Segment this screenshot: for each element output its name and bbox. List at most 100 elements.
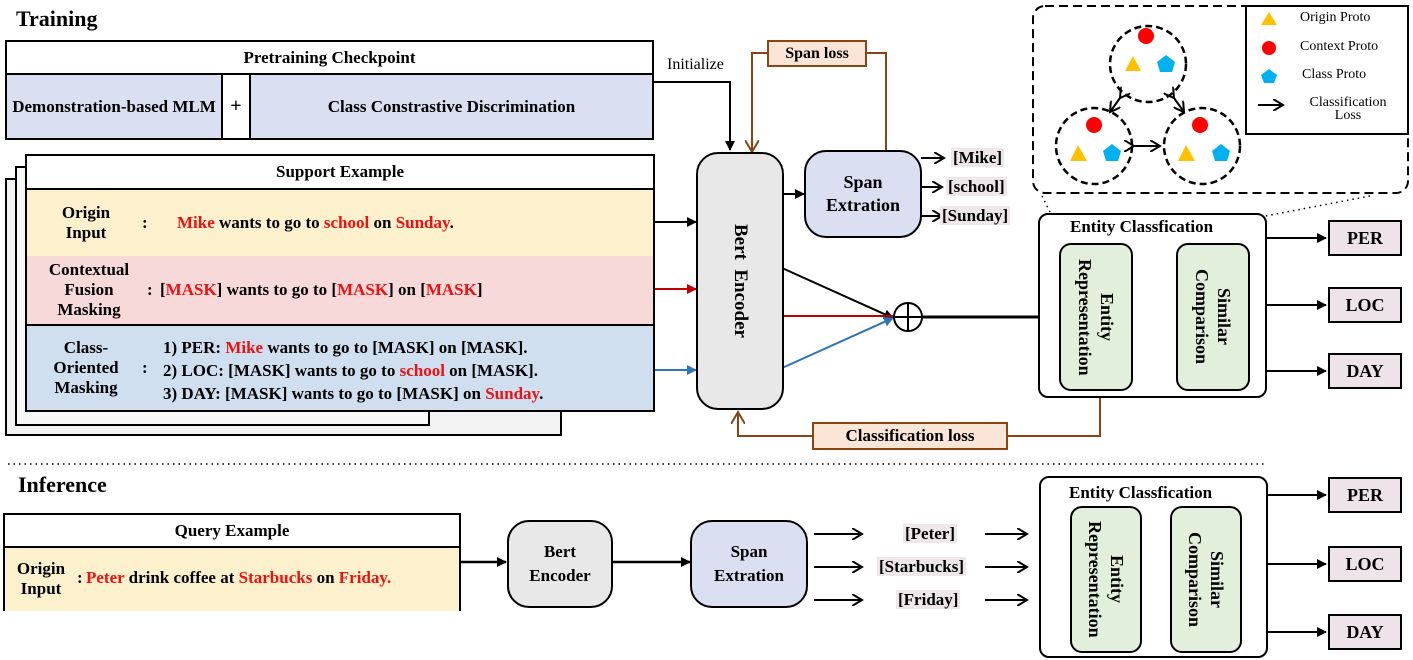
sentence-text: on [MASK]. — [444, 361, 538, 380]
origin-input-label: Origin Input — [61, 203, 111, 242]
train-output-loc: LOC — [1328, 287, 1402, 323]
origin-sentence: Mike wants to go to school on Sunday. — [177, 213, 454, 233]
classification-loss-arrows — [1110, 98, 1184, 146]
support-class-oriented-row: Class- Oriented Masking : 1) PER: Mike w… — [27, 326, 653, 410]
inf-span-tag-friday: [Friday] — [896, 590, 961, 609]
classification-loss-box: Classification loss — [812, 422, 1008, 450]
sentence-text: wants to go to — [214, 213, 324, 232]
class-oriented-line-loc: 2) LOC: [MASK] wants to go to school on … — [163, 359, 543, 382]
entity-word: school — [323, 213, 370, 232]
support-header: Support Example — [276, 162, 404, 181]
training-title: Training — [16, 6, 98, 31]
support-example: Support Example Origin Input : Mike want… — [25, 154, 655, 412]
entity-word: MASK — [165, 280, 217, 299]
legend-class-proto-icon — [1261, 69, 1277, 83]
entity-word: Mike — [177, 213, 215, 232]
legend-context-proto-icon — [1262, 41, 1276, 55]
demonstration-mlm-box: Demonstration-based MLM — [5, 73, 223, 140]
bert-encoder-train: Bert Encoder — [696, 152, 784, 410]
class-proto-icon — [1103, 144, 1121, 161]
pretraining-header: Pretraining Checkpoint — [243, 48, 416, 67]
legend-context-proto: Context Proto — [1300, 39, 1379, 54]
legend-origin-proto: Origin Proto — [1300, 10, 1371, 25]
context-proto-icon — [1086, 117, 1102, 133]
inf-output-loc: LOC — [1328, 546, 1402, 582]
inference-title: Inference — [18, 472, 107, 497]
encoder-blue-to-sum — [781, 317, 894, 369]
pretraining-checkpoint: Pretraining Checkpoint Demonstration-bas… — [5, 40, 654, 140]
support-contextual-row: Contextual Fusion Masking : [MASK] wants… — [27, 256, 653, 326]
legend-box — [1245, 5, 1409, 135]
train-output-per: PER — [1328, 220, 1402, 256]
sentence-text: . — [539, 384, 544, 403]
class-oriented-line-per: 1) PER: Mike wants to go to [MASK] on [M… — [163, 336, 543, 359]
classification-loss-line — [1008, 392, 1101, 437]
sentence-text: ] on [ — [388, 280, 426, 299]
entity-word: school — [399, 361, 445, 380]
span-extraction-inference: Span Extration — [690, 520, 808, 608]
legend-class-proto: Class Proto — [1302, 67, 1367, 82]
span-loss-arrow — [752, 52, 768, 152]
sentence-text: ] — [476, 280, 483, 299]
class-contrastive-box: Class Constrastive Discrimination — [249, 73, 654, 140]
sentence-text: 3) DAY: [MASK] wants to go to [MASK] on — [163, 384, 486, 403]
legend-origin-proto-icon — [1261, 12, 1277, 25]
sum-icon — [893, 302, 923, 332]
class-oriented-lines: 1) PER: Mike wants to go to [MASK] on [M… — [163, 336, 543, 405]
cluster-left — [1054, 106, 1134, 186]
inf-output-day: DAY — [1328, 614, 1402, 650]
sentence-text: 2) LOC: [MASK] wants to go to — [163, 361, 400, 380]
initialize-arrow — [653, 81, 735, 151]
sentence-text: on — [369, 213, 396, 232]
entity-word: Sunday — [395, 213, 450, 232]
class-oriented-line-day: 3) DAY: [MASK] wants to go to [MASK] on … — [163, 382, 543, 405]
class-oriented-label: Class- Oriented Masking — [53, 338, 119, 397]
span-tag-sunday: [Sunday] — [940, 206, 1011, 225]
span-loss-line — [866, 52, 887, 150]
entity-word: Starbucks — [238, 568, 313, 587]
sentence-text: on — [312, 568, 339, 587]
span-tag-school: [school] — [946, 177, 1007, 196]
sentence-text: 1) PER: — [163, 338, 226, 357]
support-origin-row: Origin Input : Mike wants to go to schoo… — [27, 188, 653, 258]
class-proto-icon — [1212, 144, 1230, 161]
bert-encoder-inference: Bert Encoder — [507, 520, 613, 608]
classification-loss-arrow — [738, 412, 812, 437]
origin-proto-icon — [1070, 145, 1087, 161]
inf-span-tag-peter: [Peter] — [903, 524, 958, 543]
entity-word: Peter — [86, 568, 125, 587]
sentence-text: wants to go to [MASK] on [MASK]. — [263, 338, 528, 357]
sentence-text: . — [449, 213, 454, 232]
entity-word: Friday. — [338, 568, 392, 587]
context-proto-icon — [1192, 117, 1208, 133]
entity-classification-title: Entity Classfication — [1069, 483, 1213, 502]
query-sentence: Peter drink coffee at Starbucks on Frida… — [86, 568, 391, 588]
train-output-day: DAY — [1328, 353, 1402, 389]
plus-sign: + — [230, 95, 242, 117]
inf-span-tag-starbucks: [Starbucks] — [877, 557, 967, 576]
span-loss-box: Span loss — [767, 40, 867, 67]
query-origin-row: Origin Input : Peter drink coffee at Sta… — [5, 546, 459, 611]
entity-word: MASK — [425, 280, 477, 299]
entity-word: MASK — [337, 280, 389, 299]
context-proto-icon — [1138, 28, 1154, 44]
class-proto-icon — [1157, 55, 1175, 72]
inf-output-per: PER — [1328, 477, 1402, 513]
sentence-text: [ — [160, 280, 166, 299]
contextual-fusion-label: Contextual Fusion Masking — [48, 260, 130, 319]
query-header: Query Example — [174, 520, 290, 540]
sentence-text: drink coffee at — [124, 568, 239, 587]
entity-word: Sunday — [485, 384, 540, 403]
origin-proto-icon — [1178, 145, 1195, 161]
initialize-label: Initialize — [667, 56, 724, 73]
span-tag-mike: [Mike] — [951, 148, 1005, 167]
span-extraction-train: Span Extration — [804, 150, 922, 238]
